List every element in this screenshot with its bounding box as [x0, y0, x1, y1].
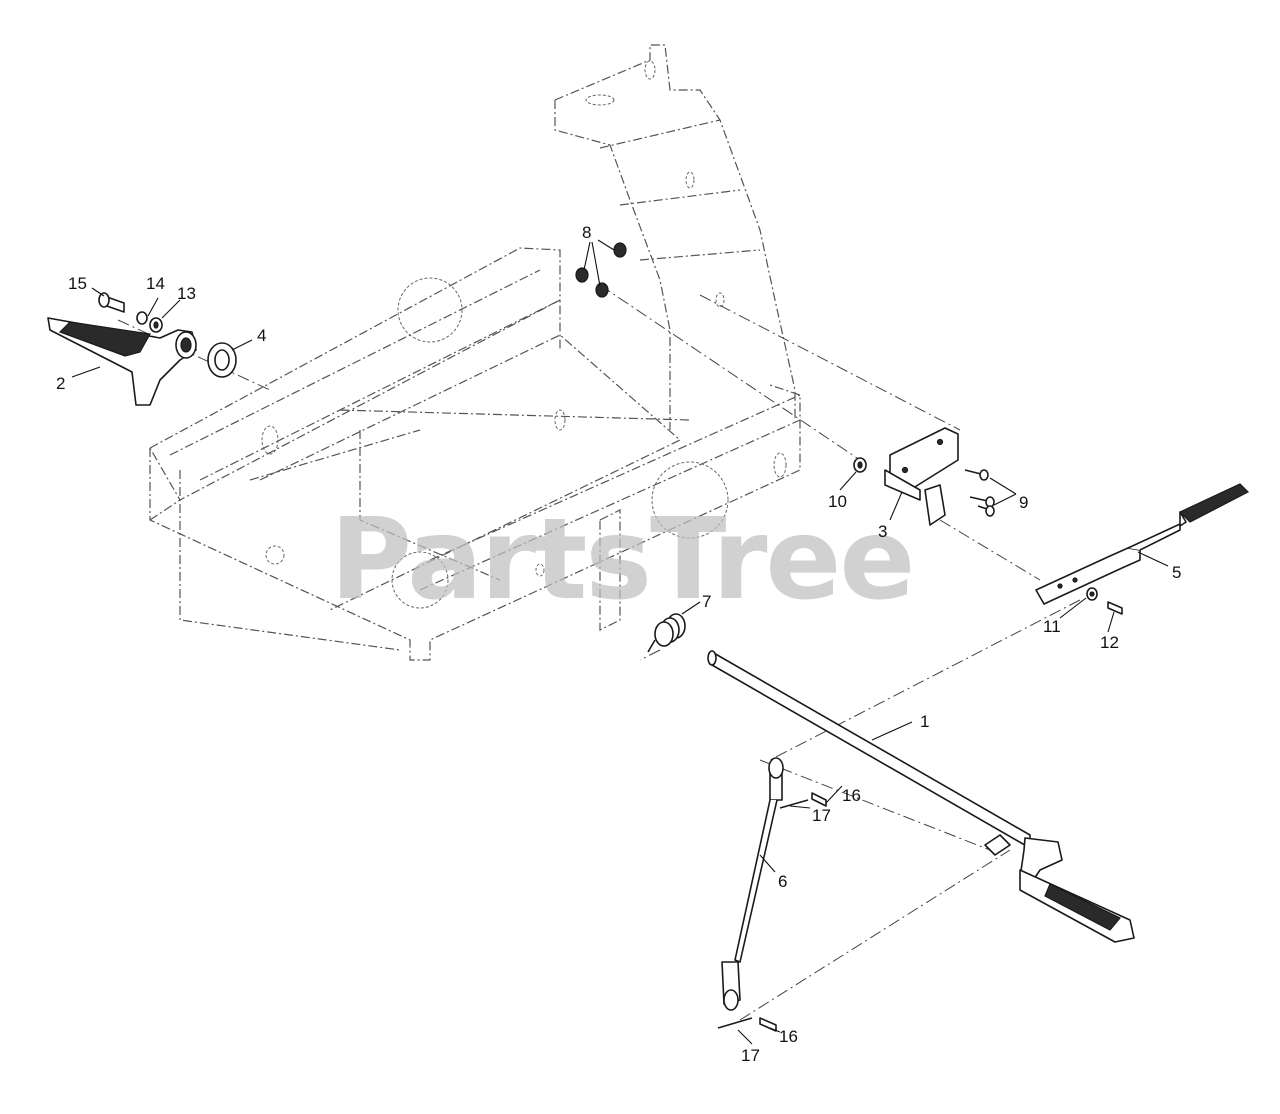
part-4-collar — [207, 342, 237, 378]
callouts: 1 2 3 4 5 6 7 8 9 10 11 12 13 14 15 16 1… — [56, 223, 1181, 1065]
callout-8: 8 — [582, 223, 591, 242]
callout-14: 14 — [146, 274, 165, 293]
callout-16-upper: 16 — [842, 786, 861, 805]
part-8-nuts — [575, 242, 627, 298]
callout-2: 2 — [56, 374, 65, 393]
mower-frame — [149, 44, 801, 661]
callout-3: 3 — [878, 522, 887, 541]
part-1-cross-shaft — [707, 650, 1135, 943]
callout-13: 13 — [177, 284, 196, 303]
callout-15: 15 — [68, 274, 87, 293]
part-2-pedal-arm — [47, 317, 197, 406]
parts-13-14-15-hardware — [98, 292, 163, 333]
callout-4: 4 — [257, 326, 266, 345]
callout-17-lower: 17 — [741, 1046, 760, 1065]
leader-lines — [71, 239, 1169, 1045]
watermark: PartsTree — [330, 495, 913, 625]
callout-9: 9 — [1019, 493, 1028, 512]
callout-16-lower: 16 — [779, 1027, 798, 1046]
part-3-bracket — [884, 427, 959, 526]
callout-5: 5 — [1172, 563, 1181, 582]
callout-6: 6 — [778, 872, 787, 891]
part-5-lever — [1035, 483, 1250, 605]
parts-9-10-bolts — [853, 457, 995, 517]
callout-10: 10 — [828, 492, 847, 511]
part-7-spring — [647, 613, 686, 653]
callout-7: 7 — [702, 592, 711, 611]
callout-1: 1 — [920, 712, 929, 731]
parts-11-12-hardware — [1086, 587, 1123, 615]
part-6-link-rod — [721, 757, 784, 1011]
assembly-lines — [117, 284, 1081, 1021]
callout-11: 11 — [1043, 617, 1061, 636]
callout-12: 12 — [1100, 633, 1119, 652]
parts-16-17-pins — [717, 792, 827, 1032]
callout-17-upper: 17 — [812, 806, 831, 825]
